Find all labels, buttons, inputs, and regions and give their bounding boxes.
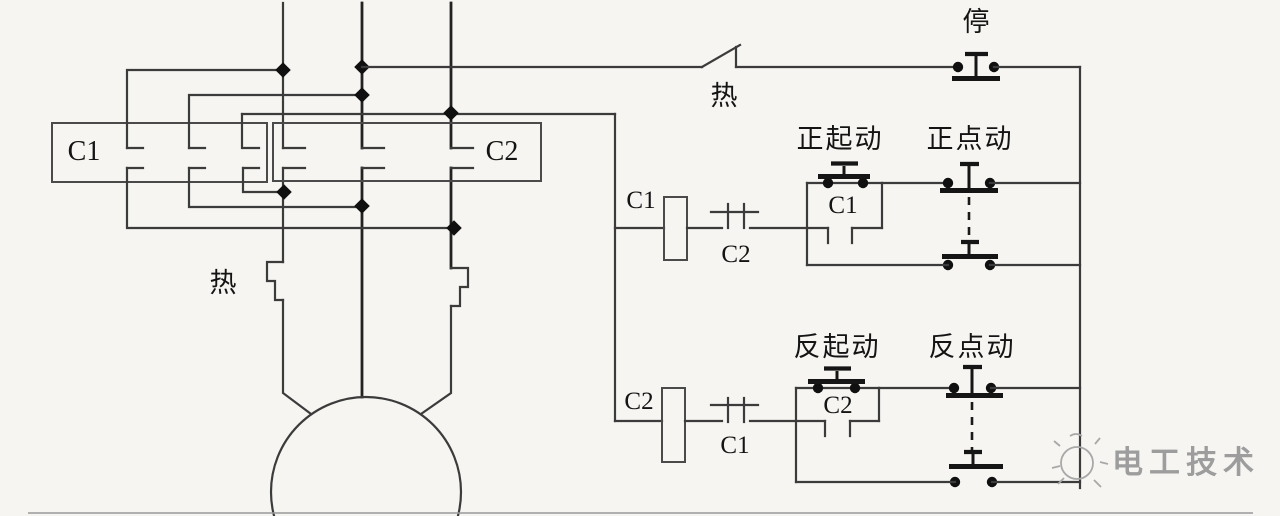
forward-start-label: 正起动 [797, 124, 884, 154]
coil-c2 [661, 387, 686, 463]
contactor-c1-label: C1 [68, 136, 101, 167]
reverse-jog-label: 反点动 [929, 332, 1016, 362]
forward-holding-label: C1 [828, 192, 857, 219]
interlock-c2-nc-contact [709, 202, 809, 230]
forward-branch: C1 C2 C1 正起动 正点动 [613, 124, 1082, 271]
forward-coil-label: C1 [626, 187, 655, 214]
reverse-branch: C2 C1 C2 反起动 反点动 [613, 332, 1082, 488]
coil-c1 [663, 196, 688, 261]
holding-contact-c1-box [805, 181, 884, 267]
phase-line-1 [265, 1, 313, 416]
forward-jog-label: 正点动 [927, 124, 1014, 154]
control-circuit: C1 C2 C1 正起动 正点动 [360, 7, 1082, 490]
motor-circle [269, 395, 463, 516]
watermark-sun-icon [1051, 433, 1109, 488]
reverse-start-button [808, 366, 865, 394]
reverse-coil-label: C2 [624, 388, 653, 415]
contactor-c2-box [272, 122, 542, 182]
main-contacts [125, 146, 475, 170]
phase-line-3 [419, 1, 470, 416]
forward-start-button [818, 161, 870, 189]
stop-button-label: 停 [963, 7, 992, 37]
contactor-c2-label: C2 [486, 136, 519, 167]
reverse-interlock-label: C1 [720, 432, 749, 459]
thermal-contact-label: 热 [711, 81, 740, 111]
power-circuit: C1 C2 热 [51, 1, 617, 516]
thermal-nc-contact [360, 43, 958, 69]
forward-jog-button [940, 161, 998, 271]
watermark: 电工技术 [1051, 433, 1260, 488]
reverse-jog-button [946, 364, 1003, 488]
reverse-start-label: 反起动 [794, 332, 881, 362]
reverse-holding-label: C2 [823, 392, 852, 419]
watermark-text: 电工技术 [1112, 445, 1260, 480]
thermal-overload-label: 热 [210, 268, 239, 298]
crossover-wiring [125, 68, 617, 230]
contactor-c1-box [51, 122, 268, 183]
stop-button [952, 51, 1082, 81]
forward-interlock-label: C2 [721, 241, 750, 268]
holding-contact-c2-box [794, 386, 881, 484]
thermal-heater-element-right [449, 266, 470, 308]
thermal-heater-element-left [265, 260, 285, 302]
interlock-c1-nc-contact [709, 396, 798, 424]
